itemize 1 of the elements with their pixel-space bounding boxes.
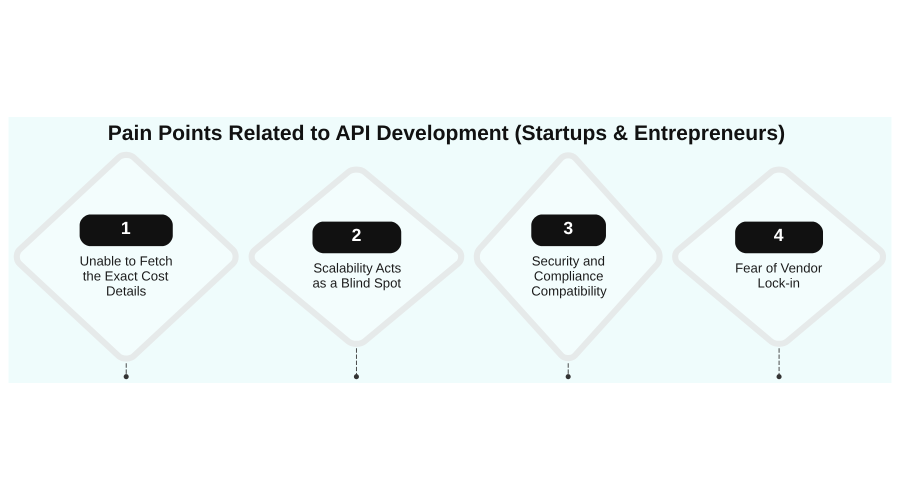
diagram-title: Pain Points Related to API Development (Startups & Entrepreneurs) — [108, 122, 786, 146]
